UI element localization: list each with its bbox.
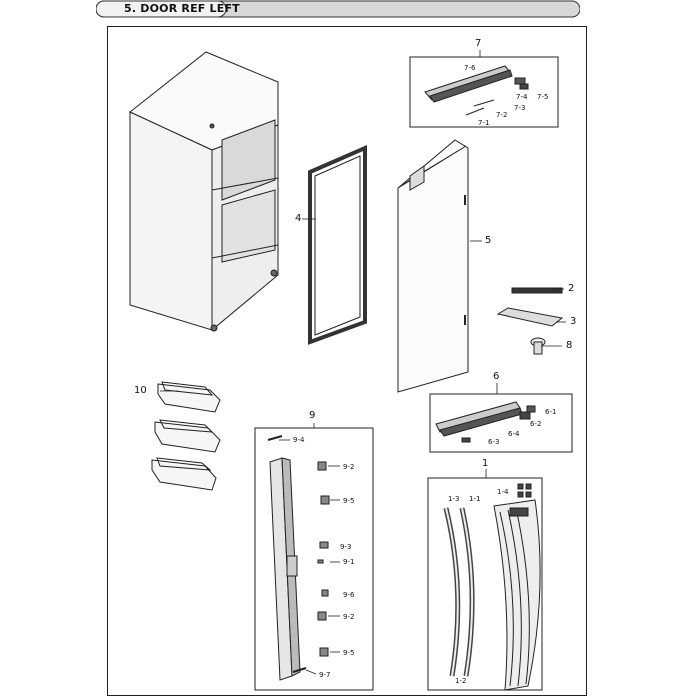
callout-7-4: 7-4 <box>516 93 528 101</box>
cabinet-body <box>129 51 279 332</box>
header-banner <box>96 0 580 18</box>
hinge-assembly-7 <box>424 65 529 116</box>
callout-10: 10 <box>134 385 147 396</box>
door-frame-strip <box>267 435 307 681</box>
callout-9-1: 9-1 <box>343 558 355 566</box>
callout-9-2-upper: 9-2 <box>343 463 355 471</box>
callout-7-1: 7-1 <box>478 119 490 127</box>
callout-9-5-lower: 9-5 <box>343 649 355 657</box>
small-parts-9 <box>317 461 330 657</box>
diagram-frame <box>107 26 587 696</box>
callout-8: 8 <box>566 340 573 351</box>
gasket-strips <box>443 483 541 691</box>
group-1-box <box>427 477 543 691</box>
page-title: 5. DOOR REF LEFT <box>124 2 240 15</box>
callout-1: 1 <box>482 458 489 469</box>
callout-7-6: 7-6 <box>464 64 476 72</box>
door-gasket <box>308 144 367 345</box>
callout-4: 4 <box>295 213 302 224</box>
callout-6-2: 6-2 <box>530 420 542 428</box>
callout-7-3: 7-3 <box>514 104 526 112</box>
callout-1-2: 1-2 <box>455 677 467 685</box>
callout-9-2-lower: 9-2 <box>343 613 355 621</box>
callout-9: 9 <box>309 410 316 421</box>
group-6-box <box>429 393 573 453</box>
screw-part-8 <box>530 337 546 355</box>
refrigerator-door <box>397 139 469 393</box>
callout-9-3: 9-3 <box>340 543 352 551</box>
callout-1-1: 1-1 <box>469 495 481 503</box>
callout-1-3: 1-3 <box>448 495 460 503</box>
callout-1-4: 1-4 <box>497 488 509 496</box>
door-bins <box>151 381 221 491</box>
callout-9-7: 9-7 <box>319 671 331 679</box>
handle-strip <box>511 287 563 294</box>
callout-9-6: 9-6 <box>343 591 355 599</box>
callout-7-2: 7-2 <box>496 111 508 119</box>
callout-3: 3 <box>570 316 577 327</box>
callout-6-4: 6-4 <box>508 430 520 438</box>
callout-6: 6 <box>493 371 500 382</box>
callout-7-5: 7-5 <box>537 93 549 101</box>
callout-7: 7 <box>475 38 482 49</box>
callout-6-1: 6-1 <box>545 408 557 416</box>
callout-5: 5 <box>485 235 492 246</box>
hinge-assembly-6 <box>435 401 536 443</box>
door-bracket <box>496 307 564 327</box>
callout-2: 2 <box>568 283 575 294</box>
leader-lines <box>160 50 566 675</box>
callout-6-3: 6-3 <box>488 438 500 446</box>
callout-9-5-upper: 9-5 <box>343 497 355 505</box>
callout-9-4: 9-4 <box>293 436 305 444</box>
group-7-box <box>409 56 559 128</box>
